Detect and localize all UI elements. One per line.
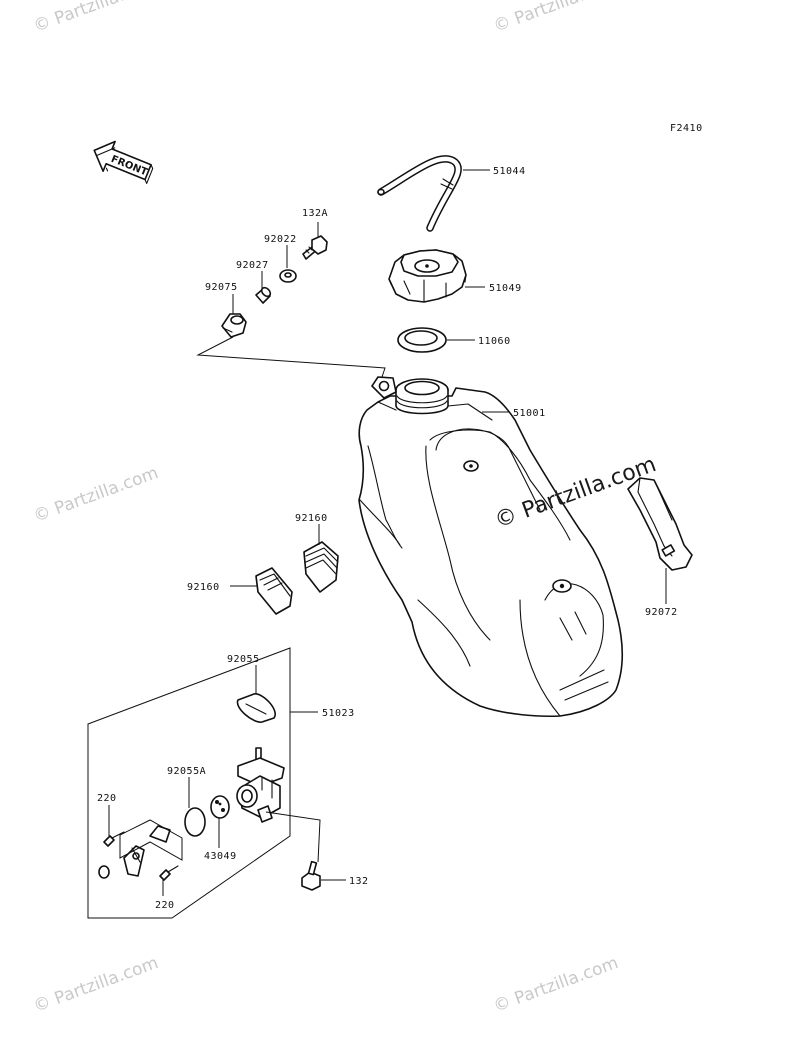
part-label-92027: 92027: [236, 260, 269, 271]
figure-code: F2410: [670, 123, 703, 134]
diaphragm-43049: [210, 795, 230, 819]
washer-92022: [279, 269, 297, 283]
tank-pad-upper: [303, 541, 339, 593]
fuel-valve: [236, 747, 285, 823]
bolt-132: [301, 860, 321, 891]
part-label-220-upper: 220: [97, 793, 117, 804]
part-label-11060: 11060: [478, 336, 511, 347]
part-label-51049: 51049: [489, 283, 522, 294]
fuel-cap: [388, 249, 467, 303]
watermark-text: © Partzilla.com: [491, 953, 621, 1017]
part-label-92055: 92055: [227, 654, 260, 665]
o-ring-92055A: [184, 807, 206, 837]
part-label-43049: 43049: [204, 851, 237, 862]
part-label-92160-lower: 92160: [187, 582, 220, 593]
part-label-92075: 92075: [205, 282, 238, 293]
assembly-outline: [87, 647, 291, 919]
watermark-text: © Partzilla.com: [31, 953, 161, 1017]
screw-220-lower: [159, 865, 179, 881]
grommet-92075: [221, 313, 247, 338]
fuel-tank: [358, 376, 624, 718]
part-label-92072: 92072: [645, 607, 678, 618]
screw-220-upper: [103, 831, 125, 847]
bolt-132A: [302, 235, 328, 260]
part-label-92022: 92022: [264, 234, 297, 245]
watermark-text: © Partzilla.com: [31, 0, 161, 37]
part-label-92160-upper: 92160: [295, 513, 328, 524]
part-label-132: 132: [349, 876, 369, 887]
small-o-ring: [98, 865, 110, 879]
part-label-51023: 51023: [322, 708, 355, 719]
cap-gasket: [397, 327, 447, 353]
collar-92027: [255, 286, 272, 304]
watermark-text: © Partzilla.com: [31, 463, 161, 527]
breather-hose: [377, 155, 462, 232]
tank-pad-lower: [255, 567, 293, 615]
part-label-51044: 51044: [493, 166, 526, 177]
valve-lever-plate: [123, 825, 171, 877]
part-label-220-lower: 220: [155, 900, 175, 911]
tank-strap: [627, 477, 693, 571]
part-label-132A: 132A: [302, 208, 328, 219]
watermark-text: © Partzilla.com: [491, 0, 621, 37]
valve-gasket-92055: [236, 693, 276, 723]
part-label-92055A: 92055A: [167, 766, 206, 777]
front-arrow-icon: FRONT: [93, 140, 154, 184]
part-label-51001: 51001: [513, 408, 546, 419]
